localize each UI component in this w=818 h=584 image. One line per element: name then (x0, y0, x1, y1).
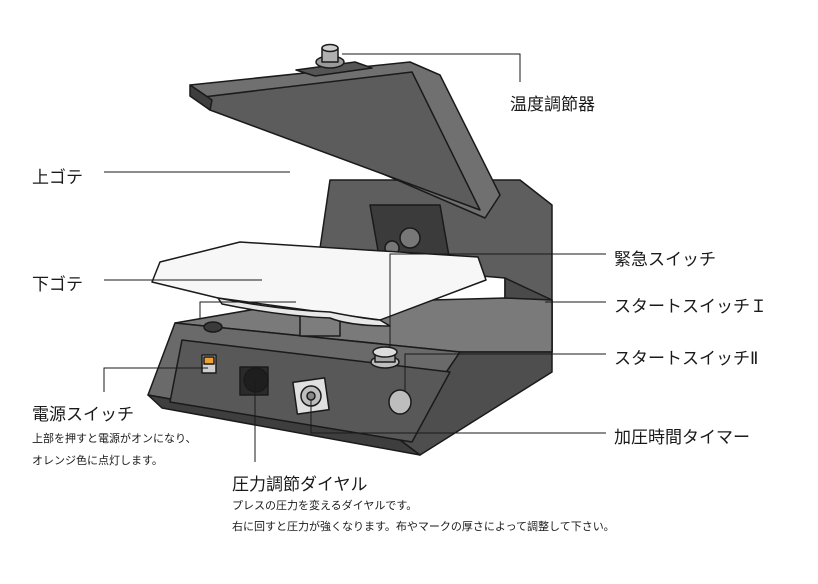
emergency-switch-cap (372, 346, 398, 358)
label-upper-plate: 上ゴテ (32, 168, 83, 188)
leader-start-1-left (199, 301, 296, 318)
lower-plate (151, 241, 487, 321)
label-lower-plate: 下ゴテ (32, 275, 83, 295)
leader-emergency (389, 253, 606, 348)
label-pressure-dial-desc-2: 右に回すと圧力が強くなります。布やマークの厚さによって調整して下さい。 (232, 520, 615, 533)
label-start-switch-2: スタートスイッチⅡ (614, 349, 759, 369)
label-start-switch-1: スタートスイッチＩ (614, 297, 767, 317)
leader-temperature (342, 53, 521, 82)
temperature-knob-cap (321, 43, 339, 53)
heat-press-machine (147, 43, 553, 456)
leader-pressure-timer (310, 400, 606, 434)
label-power-switch-desc-1: 上部を押すと電源がオンになり、 (32, 432, 197, 445)
linkage-joint (399, 227, 421, 249)
label-temperature-controller: 温度調節器 (510, 95, 595, 115)
leader-power-switch (103, 367, 208, 392)
leader-start-2 (404, 353, 606, 392)
power-switch-indicator (203, 356, 215, 365)
label-power-switch-title: 電源スイッチ (32, 405, 134, 425)
deck-hole (203, 321, 223, 333)
label-pressure-dial-title: 圧力調節ダイヤル (232, 475, 368, 495)
label-emergency-switch: 緊急スイッチ (614, 250, 716, 270)
upper-plate-edge (189, 84, 213, 111)
pressure-dial (243, 367, 269, 393)
start-switch-2-button (388, 389, 412, 415)
leader-lines (103, 53, 606, 462)
label-pressure-timer: 加圧時間タイマー (614, 428, 750, 448)
label-pressure-dial-desc-1: プレスの圧力を変えるダイヤルです。 (232, 499, 418, 512)
pressure-timer-center (306, 391, 316, 401)
label-power-switch-desc-2: オレンジ色に点灯します。 (32, 454, 163, 467)
